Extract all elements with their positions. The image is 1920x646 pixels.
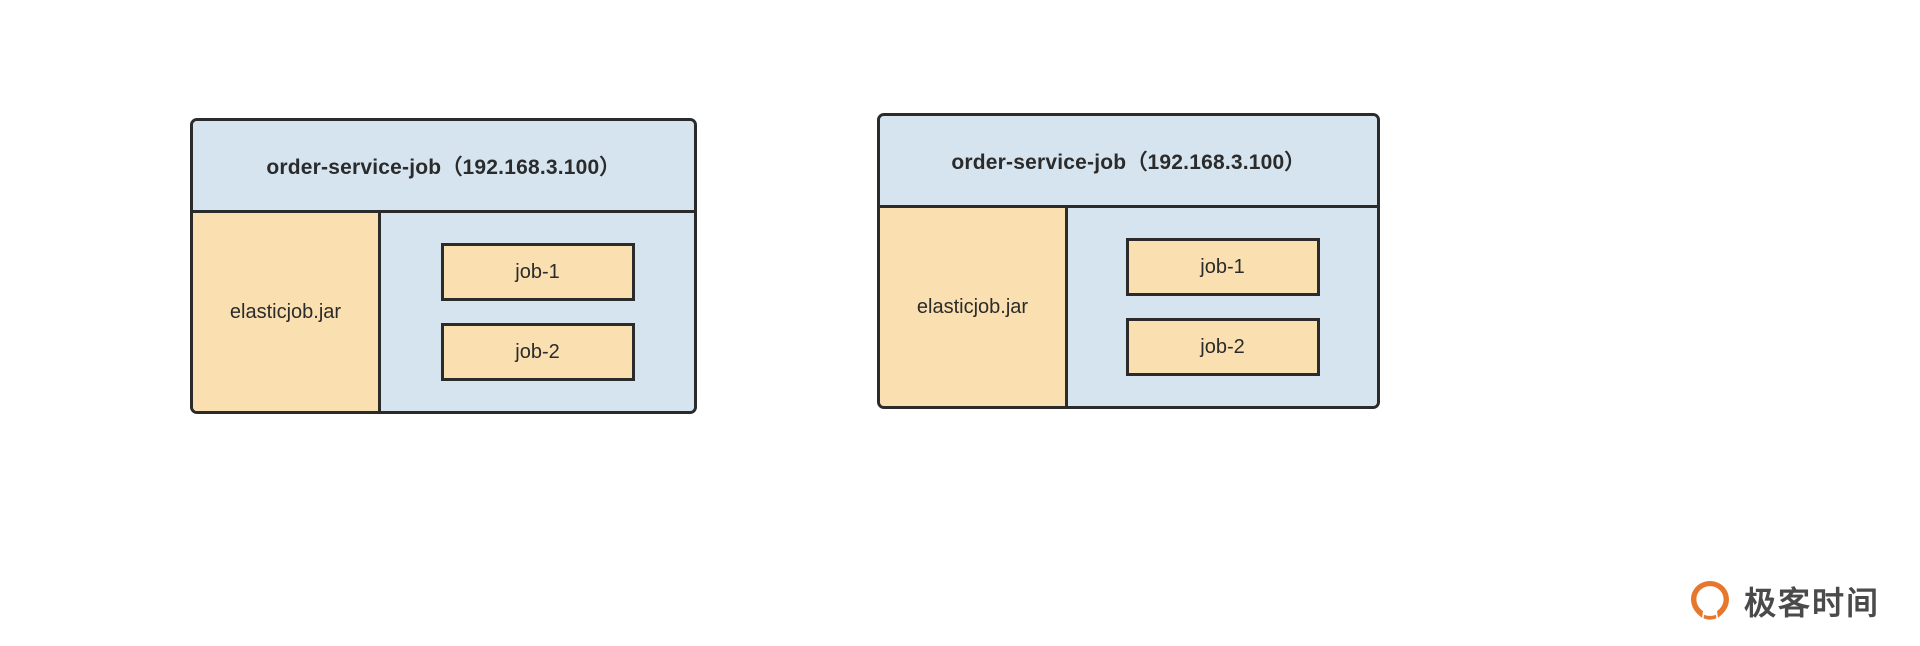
job-label-1-2: job-2 [515, 340, 560, 363]
job-box-2-2: job-2 [1125, 318, 1320, 376]
node-body-1: elasticjob.jar job-1 job-2 [193, 213, 694, 411]
node-body-2: elasticjob.jar job-1 job-2 [880, 208, 1377, 406]
node-header-1: order-service-job（192.168.3.100） [193, 121, 694, 213]
node-header-2: order-service-job（192.168.3.100） [880, 116, 1377, 208]
job-box-2-1: job-1 [1125, 238, 1320, 296]
node-header-label-1: order-service-job（192.168.3.100） [266, 155, 621, 179]
job-label-1-1: job-1 [515, 260, 560, 283]
watermark: 极客时间 [1688, 578, 1880, 624]
jar-pane-1: elasticjob.jar [193, 213, 381, 411]
jobs-pane-1: job-1 job-2 [381, 213, 694, 411]
jobs-pane-2: job-1 job-2 [1068, 208, 1377, 406]
job-label-2-2: job-2 [1200, 335, 1245, 358]
job-box-1-1: job-1 [440, 243, 635, 301]
jar-pane-2: elasticjob.jar [880, 208, 1068, 406]
job-label-2-1: job-1 [1200, 255, 1245, 278]
watermark-text: 极客时间 [1743, 585, 1880, 621]
geektime-logo-icon [1688, 579, 1732, 623]
jar-label-2: elasticjob.jar [916, 295, 1029, 318]
jar-label-1: elasticjob.jar [229, 300, 342, 323]
node-container-1: order-service-job（192.168.3.100） elastic… [190, 118, 697, 414]
node-container-2: order-service-job（192.168.3.100） elastic… [877, 113, 1380, 409]
job-box-1-2: job-2 [440, 323, 635, 381]
node-header-label-2: order-service-job（192.168.3.100） [951, 150, 1306, 174]
